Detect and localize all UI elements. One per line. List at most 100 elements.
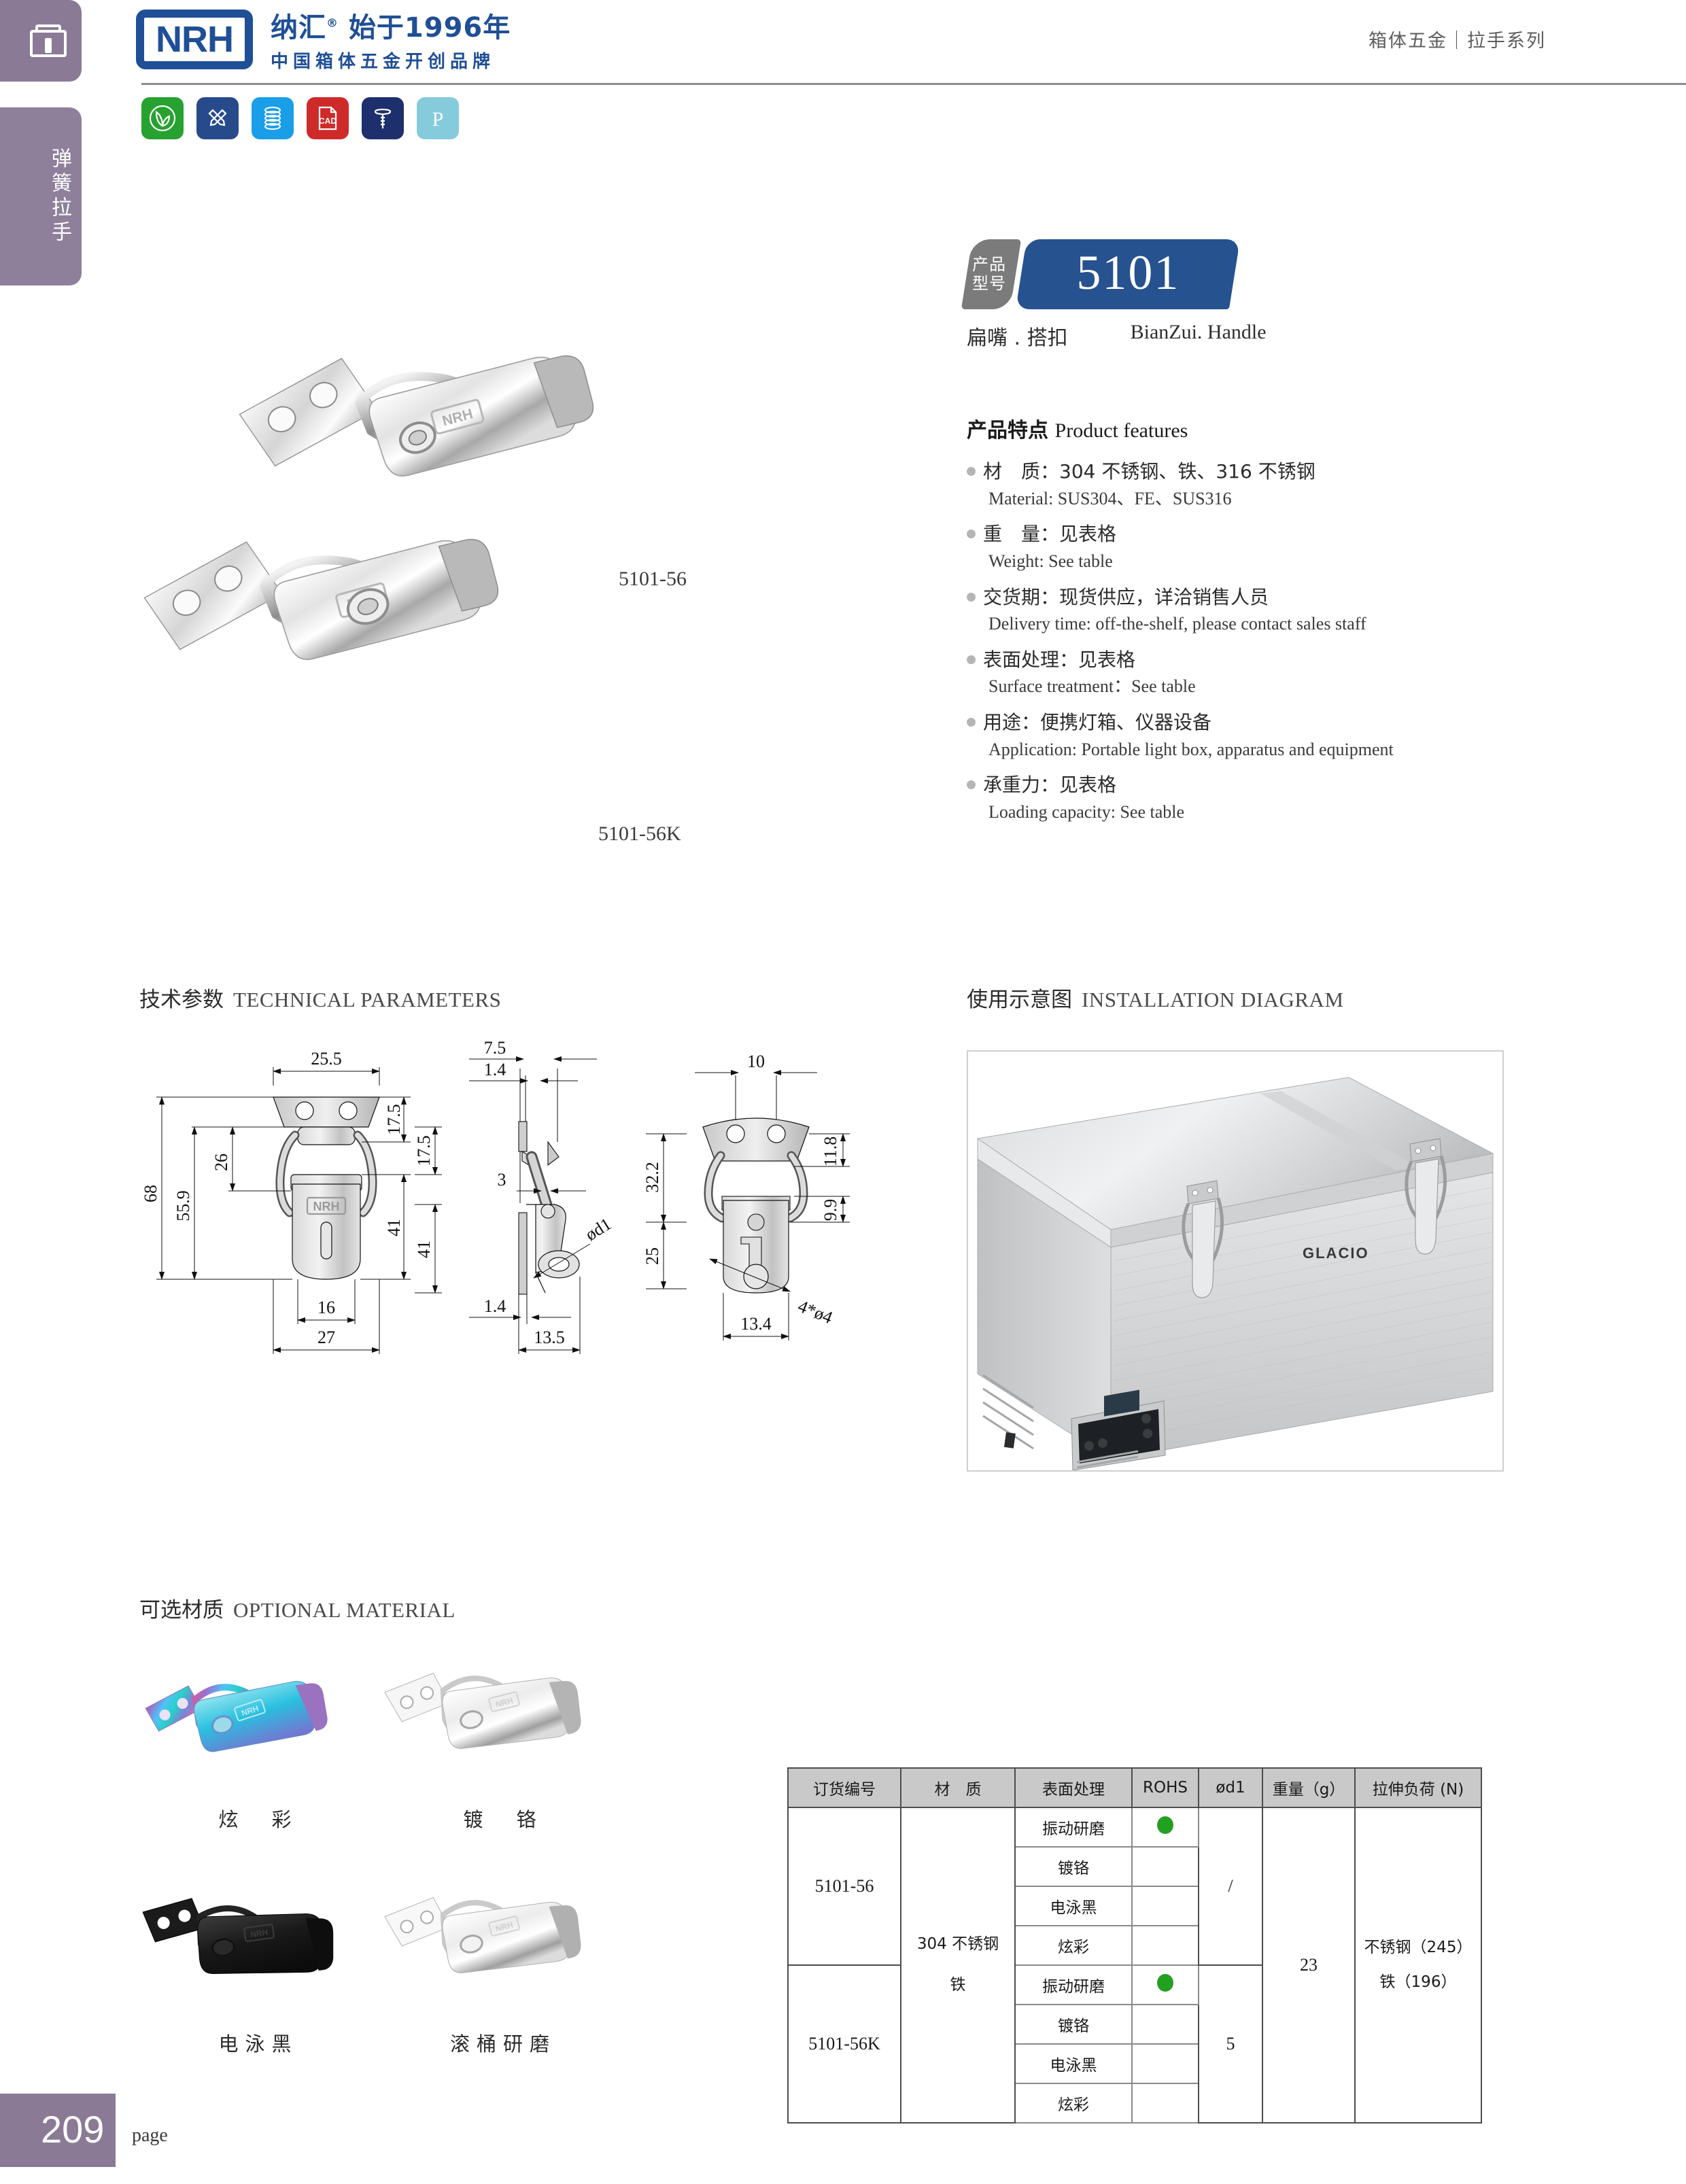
- bullet-icon: [967, 655, 976, 664]
- sidebar-case-tab[interactable]: [0, 0, 82, 82]
- product-subtitle-cn: 扁嘴 . 搭扣: [967, 326, 1068, 350]
- dim-9-9: 9.9: [821, 1199, 840, 1221]
- dim-26: 26: [211, 1154, 231, 1171]
- optional-material-item: NRH 电泳黑: [136, 1869, 381, 2080]
- dim-3: 3: [498, 1170, 506, 1190]
- bullet-icon: [967, 467, 976, 476]
- th-weight: 重量（g）: [1262, 1767, 1356, 1808]
- svg-text:NRH: NRH: [494, 1696, 514, 1710]
- model-label-2: 5101-56K: [598, 822, 681, 845]
- svg-text:NRH: NRH: [313, 1200, 340, 1213]
- section-heading-technical-en: TECHNICAL PARAMETERS: [233, 988, 502, 1011]
- table-row: 电泳黑: [788, 1886, 1481, 1926]
- design-tools-icon[interactable]: [196, 97, 239, 139]
- feature-en: Delivery time: off-the-shelf, please con…: [988, 614, 1366, 634]
- finish-swatch-rainbow: NRH: [145, 1680, 328, 1752]
- optional-material-item: NRH 炫 彩: [136, 1645, 381, 1856]
- installed-latch-2: [1405, 1138, 1447, 1255]
- dim-od1: ød1: [582, 1214, 615, 1245]
- section-heading-installation-en: INSTALLATION DIAGRAM: [1082, 988, 1344, 1011]
- features-heading-cn: 产品特点: [967, 419, 1048, 443]
- cell-material: 304 不锈钢 铁: [900, 1807, 1016, 2124]
- product-photo-5101-56k: NRH: [143, 538, 499, 661]
- cell-surface: 炫彩: [1014, 2083, 1133, 2124]
- feature-item: 承重力：见表格 Loading capacity: See table: [967, 772, 1504, 825]
- patent-p-icon[interactable]: P: [417, 97, 459, 139]
- rohs-dot-icon: [1157, 1816, 1173, 1834]
- model-badge-label: 产品型号: [961, 239, 1022, 309]
- brand-name-cn: 纳汇: [271, 12, 326, 44]
- finish-swatch-tumbled: NRH: [384, 1896, 581, 1973]
- dim-11-8: 11.8: [821, 1137, 840, 1167]
- finish-swatch-black: NRH: [142, 1898, 334, 1974]
- registered-mark: ®: [326, 16, 339, 31]
- nrh-logo-text: NRH: [156, 18, 234, 60]
- table-row: 镀铬: [788, 2004, 1481, 2045]
- feature-cn: 表面处理：见表格: [983, 648, 1136, 671]
- dim-41: 41: [384, 1219, 404, 1236]
- cell-order-no-1: 5101-56: [787, 1807, 901, 1966]
- section-heading-technical-cn: 技术参数: [139, 988, 224, 1012]
- cell-od1-2: 5: [1198, 1964, 1263, 2124]
- cell-rohs: [1131, 2083, 1199, 2124]
- dim-13-5: 13.5: [534, 1328, 565, 1347]
- optional-material-label: 镀 铬: [463, 1808, 543, 1831]
- product-subtitle-en: BianZui. Handle: [1130, 321, 1267, 343]
- cell-order-no-2: 5101-56K: [787, 1964, 901, 2124]
- th-od1: ød1: [1198, 1767, 1263, 1808]
- spring-coil-icon[interactable]: [252, 97, 294, 139]
- cad-file-icon[interactable]: CAD: [307, 97, 349, 139]
- feature-item: 重 量：见表格 Weight: See table: [967, 521, 1504, 574]
- table-row: 炫彩: [788, 2083, 1481, 2124]
- cell-surface: 电泳黑: [1014, 1886, 1133, 1926]
- control-panel: [1071, 1389, 1166, 1470]
- bullet-icon: [967, 592, 976, 602]
- svg-text:NRH: NRH: [494, 1920, 514, 1934]
- product-photo-group: NRH 5101-56 NRH: [122, 258, 925, 945]
- optional-material-item: NRH 镀 铬: [381, 1645, 625, 1856]
- screw-nail-icon[interactable]: [362, 97, 404, 139]
- product-features: 产品特点 Product features 材 质：304 不锈钢、铁、316 …: [967, 413, 1504, 835]
- rohs-dot-icon: [1157, 1974, 1173, 1992]
- model-badge-value: 5101: [1015, 239, 1241, 309]
- header-divider: [141, 83, 1686, 85]
- brand-since: 始于1996年: [348, 12, 511, 44]
- table-row: 炫彩: [788, 1925, 1481, 1966]
- svg-text:P: P: [432, 108, 444, 131]
- features-heading-en: Product features: [1054, 419, 1188, 442]
- bullet-icon: [967, 530, 976, 539]
- model-badge: 产品型号 5101: [961, 239, 1241, 309]
- dim-17-5-side: 17.5: [414, 1135, 434, 1166]
- technical-drawings: 25.5 NRH: [129, 1038, 931, 1536]
- table-header-row: 订货编号 材 质 表面处理 ROHS ød1 重量（g） 拉伸负荷 (N): [787, 1767, 1482, 1808]
- dim-27: 27: [317, 1328, 335, 1347]
- th-rohs: ROHS: [1131, 1767, 1199, 1808]
- case-icon: [27, 23, 69, 58]
- cell-rohs: [1131, 2043, 1199, 2084]
- model-badge-label-text: 产品型号: [972, 254, 1006, 293]
- dim-32-2: 32.2: [642, 1162, 662, 1193]
- svg-text:CAD: CAD: [319, 116, 337, 126]
- dim-25-5: 25.5: [311, 1049, 342, 1069]
- section-heading-optional-cn: 可选材质: [139, 1598, 224, 1623]
- specification-table: 订货编号 材 质 表面处理 ROHS ød1 重量（g） 拉伸负荷 (N) 51…: [787, 1767, 1482, 2124]
- page-word: page: [132, 2125, 168, 2146]
- eco-leaf-icon[interactable]: [141, 97, 184, 139]
- dim-16: 16: [317, 1298, 335, 1317]
- feature-en: Loading capacity: See table: [988, 802, 1185, 822]
- feature-cn: 重 量：见表格: [983, 523, 1117, 546]
- sidebar-item-spring-handle[interactable]: 弹簧拉手: [0, 107, 82, 285]
- svg-text:NRH: NRH: [250, 1928, 269, 1939]
- feature-en: Weight: See table: [988, 551, 1113, 571]
- sidebar-item-label: 弹簧拉手: [48, 148, 71, 245]
- cell-surface: 振动研磨: [1014, 1807, 1133, 1848]
- feature-item: 材 质：304 不锈钢、铁、316 不锈钢 Material: SUS304、F…: [967, 458, 1504, 511]
- feature-cn: 材 质：304 不锈钢、铁、316 不锈钢: [983, 460, 1315, 483]
- installed-latch-1: [1182, 1180, 1224, 1298]
- cell-surface: 振动研磨: [1014, 1964, 1133, 2005]
- table-row: 5101-56 304 不锈钢 铁 振动研磨 / 23 不锈钢（245） 铁（1…: [787, 1807, 1482, 2124]
- dim-1-4-top: 1.4: [484, 1060, 506, 1079]
- brand-tagline-secondary: 中国箱体五金开创品牌: [271, 52, 496, 72]
